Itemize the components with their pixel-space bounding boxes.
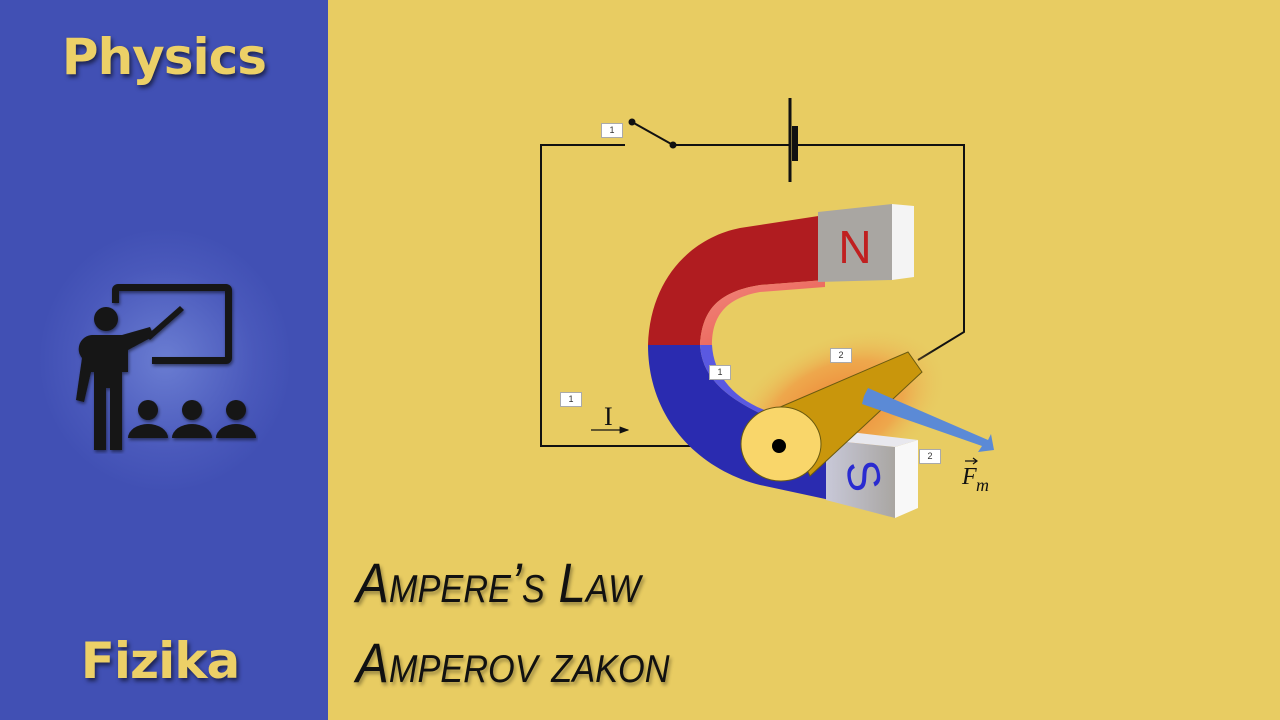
sidebar-title-fizika: Fizika [80,632,241,690]
magnet-inner-tag: 1 [709,365,731,380]
circuit-wires [540,121,965,447]
title-english: Ampere’s Law [356,551,641,614]
magnet-north-arm [648,215,825,345]
battery-short-plate [792,126,798,161]
south-pole-face [826,440,895,518]
title-croatian: Amperov zakon [356,631,670,694]
ampere-law-diagram: N S I F m [540,98,994,518]
sidebar: Physics Fizika [0,0,328,720]
force-subscript: m [976,475,989,495]
wire-left-tag: 1 [560,392,582,407]
force-vector-arrow-icon [965,457,978,465]
north-pole-face [818,204,892,282]
south-pole-tag: 2 [919,449,941,464]
main-panel: N S I F m 1 1 1 2 2 [328,0,1280,720]
conductor-tag: 2 [830,348,852,363]
current-dot [772,439,786,453]
sidebar-title-physics: Physics [61,28,267,86]
teacher-presentation-icon [76,284,256,450]
switch-tag: 1 [601,123,623,138]
switch-contact [669,141,677,149]
force-label: F [961,464,977,490]
current-label: I [604,402,613,431]
force-arrow [862,388,994,452]
switch-pivot [628,118,636,126]
north-pole-letter: N [838,221,871,273]
